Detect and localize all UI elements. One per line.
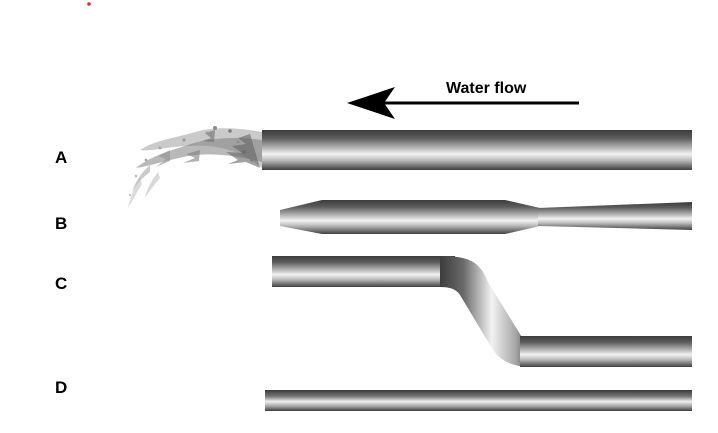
- pipe-a: [128, 126, 692, 208]
- pipe-b: [280, 200, 692, 234]
- water-jet-spray: [128, 126, 262, 208]
- pipe-d: [265, 390, 692, 411]
- pipe-c: [272, 256, 692, 367]
- flow-arrow-head-icon: [347, 87, 395, 119]
- pipe-c-lower-segment: [520, 336, 692, 367]
- pipe-label-b: B: [55, 214, 67, 233]
- red-marker-dot: [87, 2, 91, 6]
- water-flow-label: Water flow: [446, 80, 527, 97]
- pipe-label-a: A: [55, 148, 67, 167]
- pipe-b-left-wide-section: [280, 200, 540, 234]
- pipe-d-body: [265, 390, 692, 411]
- pipe-c-upper-segment: [272, 256, 455, 287]
- pipe-a-body: [262, 130, 692, 170]
- pipe-c-bend-segment: [440, 256, 534, 367]
- water-flow-indicator: Water flow: [347, 80, 579, 119]
- pipe-label-d: D: [55, 378, 67, 397]
- pipe-label-c: C: [55, 274, 67, 293]
- pipe-b-right-narrow-section: [538, 202, 692, 230]
